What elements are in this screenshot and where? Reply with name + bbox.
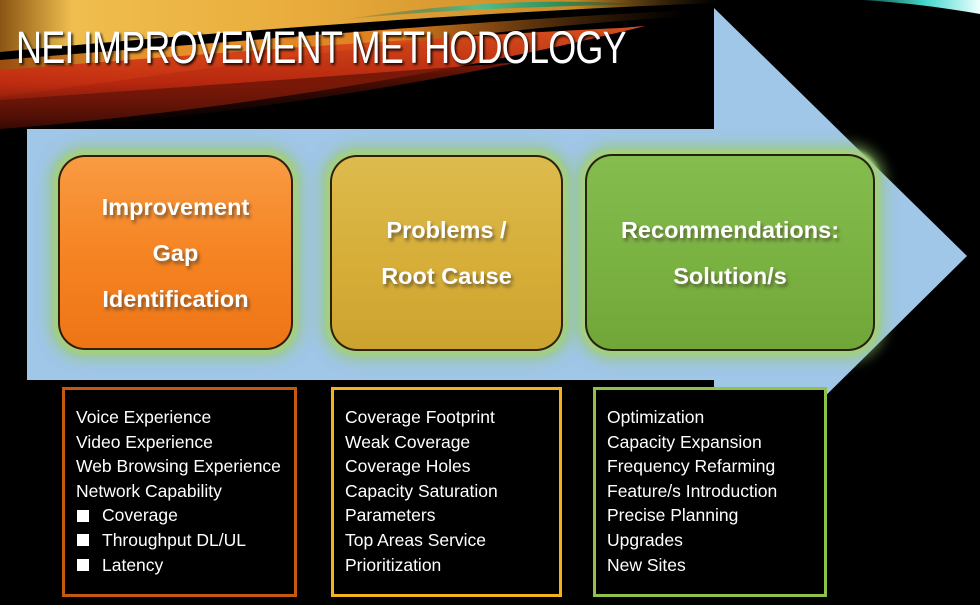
list-item: Web Browsing Experience xyxy=(76,456,281,477)
list-item: Capacity Saturation xyxy=(345,480,498,501)
square-bullet-icon xyxy=(77,509,89,522)
step-label-line: Root Cause xyxy=(381,263,512,289)
list-item: Weak Coverage xyxy=(345,431,471,452)
square-bullet-icon xyxy=(77,534,89,547)
step-label-line: Gap xyxy=(152,239,199,266)
step-improvement-gap-identification: Improvement Gap Identification xyxy=(58,155,293,350)
list-item: Coverage Holes xyxy=(345,456,471,477)
list-item: Frequency Refarming xyxy=(607,456,776,477)
step-label-line: Problems / xyxy=(386,217,507,243)
list-item: Feature/s Introduction xyxy=(607,480,778,501)
list-item: Throughput DL/UL xyxy=(76,528,286,553)
list-item: Network Capability xyxy=(76,480,222,501)
step-label-line: Improvement xyxy=(101,193,250,220)
step-label-line: Recommendations: xyxy=(620,216,840,243)
panel-problems-root-cause-details: Coverage Footprint Weak Coverage Coverag… xyxy=(331,387,562,597)
step-problems-root-cause: Problems / Root Cause xyxy=(330,155,563,351)
list-item: Top Areas Service Prioritization xyxy=(345,529,487,575)
list-item: Optimization xyxy=(607,407,705,427)
step-recommendations-solutions: Recommendations: Solution/s xyxy=(585,154,875,351)
list-item: Coverage xyxy=(76,503,286,528)
panel-recommendations-details: Optimization Capacity Expansion Frequenc… xyxy=(593,387,827,597)
list-item: New Sites xyxy=(607,554,686,575)
list-item: Video Experience xyxy=(76,431,213,452)
square-bullet-icon xyxy=(77,558,89,571)
list-item: Capacity Expansion xyxy=(607,431,762,452)
list-item: Parameters xyxy=(345,505,436,526)
step-label-line: Solution/s xyxy=(673,262,787,289)
list-item: Upgrades xyxy=(607,529,683,550)
step-label-line: Identification xyxy=(102,285,249,312)
list-item: Precise Planning xyxy=(607,505,739,526)
slide-title: NEI IMPROVEMENT METHODOLOGY xyxy=(16,22,627,73)
list-item: Coverage Footprint xyxy=(345,407,495,427)
panel-gap-identification-details: Voice Experience Video Experience Web Br… xyxy=(62,387,297,597)
list-item: Voice Experience xyxy=(76,407,212,427)
list-item: Latency xyxy=(76,553,286,578)
